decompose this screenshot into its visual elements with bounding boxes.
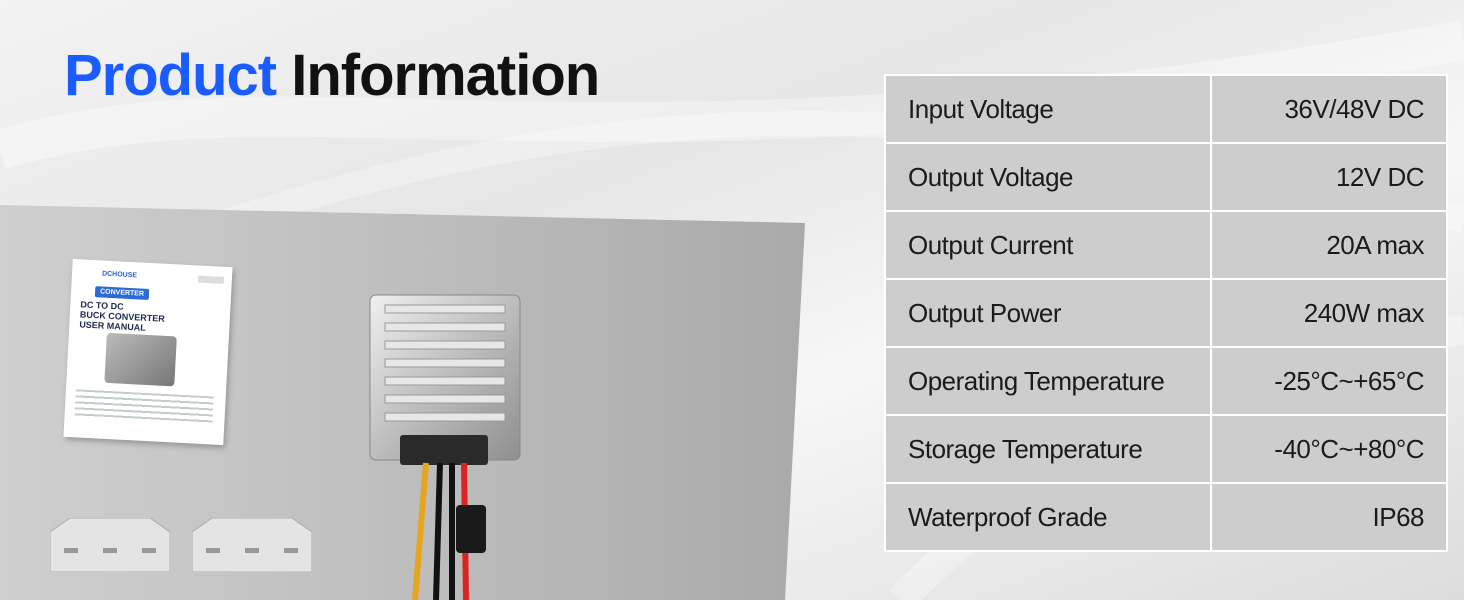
mounting-clip-left [50,518,170,572]
spec-label: Storage Temperature [884,414,1212,484]
spec-label: Operating Temperature [884,346,1212,416]
spec-table: Input Voltage 36V/48V DC Output Voltage … [884,74,1448,552]
table-row: Output Power 240W max [884,278,1448,348]
converter-wires [412,462,486,600]
table-row: Input Voltage 36V/48V DC [884,74,1448,144]
spec-label: Output Voltage [884,142,1212,212]
spec-value: 36V/48V DC [1210,74,1448,144]
spec-label: Input Voltage [884,74,1212,144]
table-row: Waterproof Grade IP68 [884,482,1448,552]
spec-label: Output Power [884,278,1212,348]
spec-value: 12V DC [1210,142,1448,212]
spec-value: 240W max [1210,278,1448,348]
spec-value: -25°C~+65°C [1210,346,1448,416]
spec-value: IP68 [1210,482,1448,552]
table-row: Output Current 20A max [884,210,1448,280]
page-title: Product Information [64,38,600,114]
spec-label: Waterproof Grade [884,482,1212,552]
table-row: Operating Temperature -25°C~+65°C [884,346,1448,416]
title-accent: Product [64,43,277,108]
converter-body [369,294,521,465]
spec-value: 20A max [1210,210,1448,280]
spec-value: -40°C~+80°C [1210,414,1448,484]
table-row: Storage Temperature -40°C~+80°C [884,414,1448,484]
spec-label: Output Current [884,210,1212,280]
title-rest: Information [291,43,600,108]
mounting-clip-right [192,518,312,572]
table-row: Output Voltage 12V DC [884,142,1448,212]
converter-image [369,294,521,600]
